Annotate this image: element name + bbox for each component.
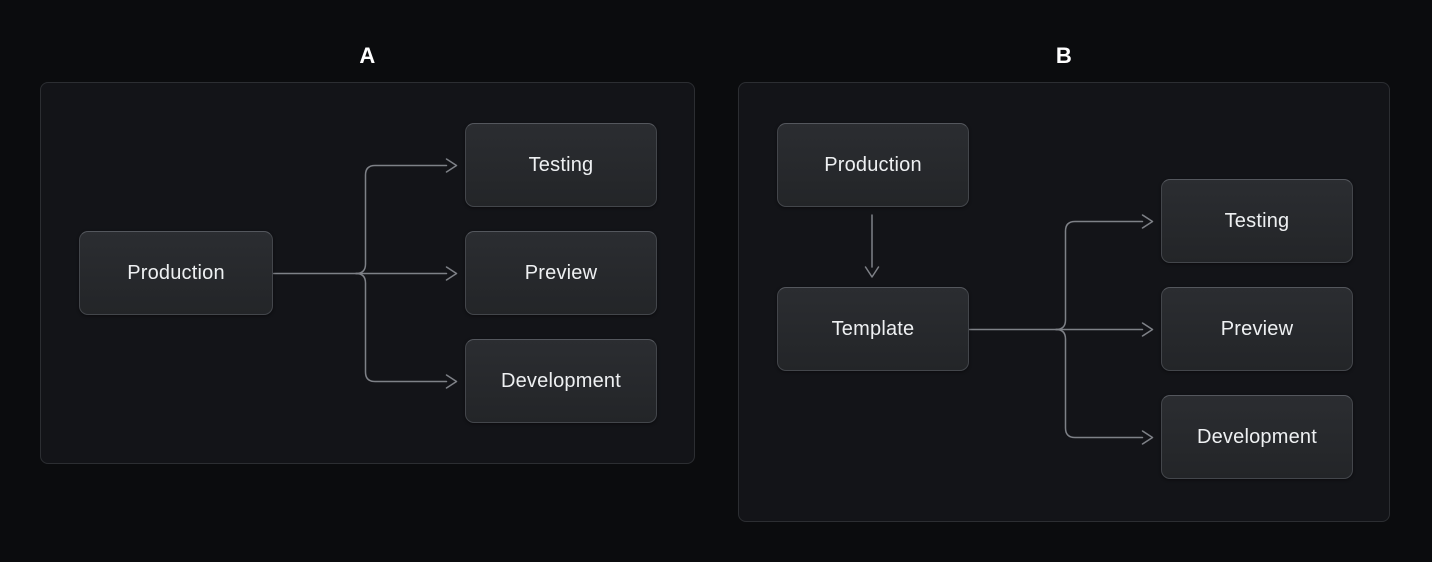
panel-b-label: B xyxy=(1055,43,1073,68)
node-template-b: Template xyxy=(777,287,969,371)
node-preview-b: Preview xyxy=(1161,287,1353,371)
node-development-a: Development xyxy=(465,339,657,423)
node-testing-a: Testing xyxy=(465,123,657,207)
node-preview-a: Preview xyxy=(465,231,657,315)
node-development-b: Development xyxy=(1161,395,1353,479)
panel-a-label: A xyxy=(359,43,376,68)
node-production-a: Production xyxy=(79,231,273,315)
node-testing-b: Testing xyxy=(1161,179,1353,263)
node-production-b: Production xyxy=(777,123,969,207)
